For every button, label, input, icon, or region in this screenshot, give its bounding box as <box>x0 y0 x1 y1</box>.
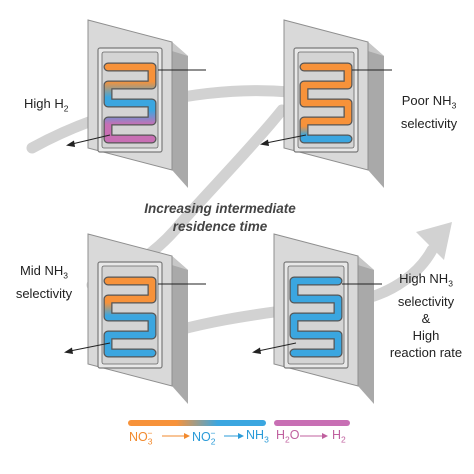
outlet-arrow-bottom-right <box>257 342 297 352</box>
legend-arrows <box>162 433 328 439</box>
outlet-arrow-top-right <box>265 134 307 144</box>
legend-ammonia: NH3 <box>246 428 269 445</box>
legend-hydrogen: H2 <box>332 428 346 445</box>
label-poor-nh3: Poor NH3 selectivity <box>400 93 458 131</box>
electrode-plate-top-right <box>260 19 392 188</box>
legend-bar-nitrate <box>128 420 266 426</box>
label-high-h2: High H2 <box>24 96 69 114</box>
flow-arrowhead <box>416 222 452 260</box>
electrode-plate-bottom-left <box>64 233 206 404</box>
label-mid-nh3: Mid NH3 selectivity <box>15 263 73 301</box>
label-high-nh3-high-rate: High NH3 selectivity & High reaction rat… <box>389 271 463 360</box>
outlet-arrow-bottom-left <box>69 342 111 352</box>
legend-bar-water <box>274 420 350 426</box>
legend-water: H2O <box>276 428 300 445</box>
electrode-plate-bottom-right <box>252 233 382 404</box>
electrode-plate-top-left <box>66 19 206 188</box>
outlet-arrow-top-left <box>71 134 111 145</box>
legend-nitrite: NO2− <box>192 428 216 447</box>
legend-nitrate: NO3− <box>129 428 153 447</box>
label-increasing-residence-time: Increasing intermediate residence time <box>144 201 296 234</box>
